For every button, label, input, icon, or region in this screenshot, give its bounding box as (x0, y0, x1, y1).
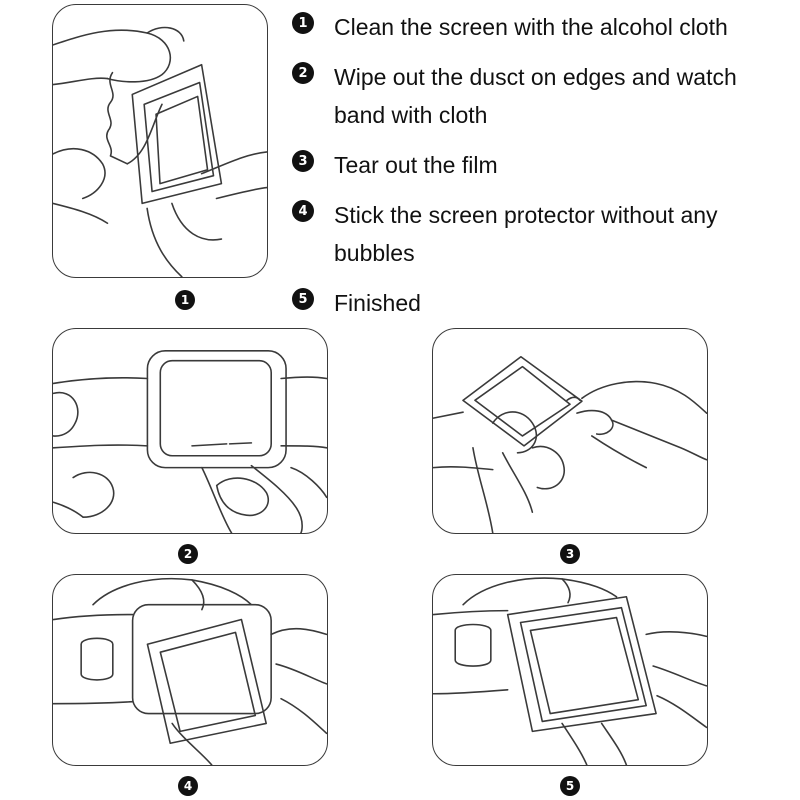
step-5-text: Finished (334, 290, 421, 316)
step-2: 2 Wipe out the dusct on edges and watch … (292, 58, 792, 134)
figure-1-panel (52, 4, 268, 278)
figure-2-panel (52, 328, 328, 534)
figure-5-number-badge: 5 (560, 776, 580, 796)
step-2-number-badge: 2 (292, 62, 314, 84)
step-1-number-badge: 1 (292, 12, 314, 34)
figure-1-number-badge: 1 (175, 290, 195, 310)
step-4-text: Stick the screen protector without any b… (334, 202, 718, 266)
figure-2-number-badge: 2 (178, 544, 198, 564)
figure-3-number-badge: 3 (560, 544, 580, 564)
illustration-finished (433, 577, 707, 765)
step-5-number-badge: 5 (292, 288, 314, 310)
step-3-text: Tear out the film (334, 152, 498, 178)
step-1-text: Clean the screen with the alcohol cloth (334, 14, 728, 40)
step-1: 1 Clean the screen with the alcohol clot… (292, 8, 792, 46)
figure-5-panel (432, 574, 708, 766)
illustration-stick-protector (53, 577, 327, 765)
figure-4-panel (52, 574, 328, 766)
illustration-cleaning (53, 26, 267, 277)
step-3-number-badge: 3 (292, 150, 314, 172)
figure-4-number-badge: 4 (178, 776, 198, 796)
illustration-tear-film (433, 355, 707, 533)
step-4: 4 Stick the screen protector without any… (292, 196, 792, 272)
step-5: 5 Finished (292, 284, 792, 322)
figure-3-panel (432, 328, 708, 534)
step-3: 3 Tear out the film (292, 146, 792, 184)
step-4-number-badge: 4 (292, 200, 314, 222)
instruction-steps: 1 Clean the screen with the alcohol clot… (292, 8, 792, 334)
step-2-text: Wipe out the dusct on edges and watch ba… (334, 64, 737, 128)
illustration-wiping (53, 349, 327, 533)
